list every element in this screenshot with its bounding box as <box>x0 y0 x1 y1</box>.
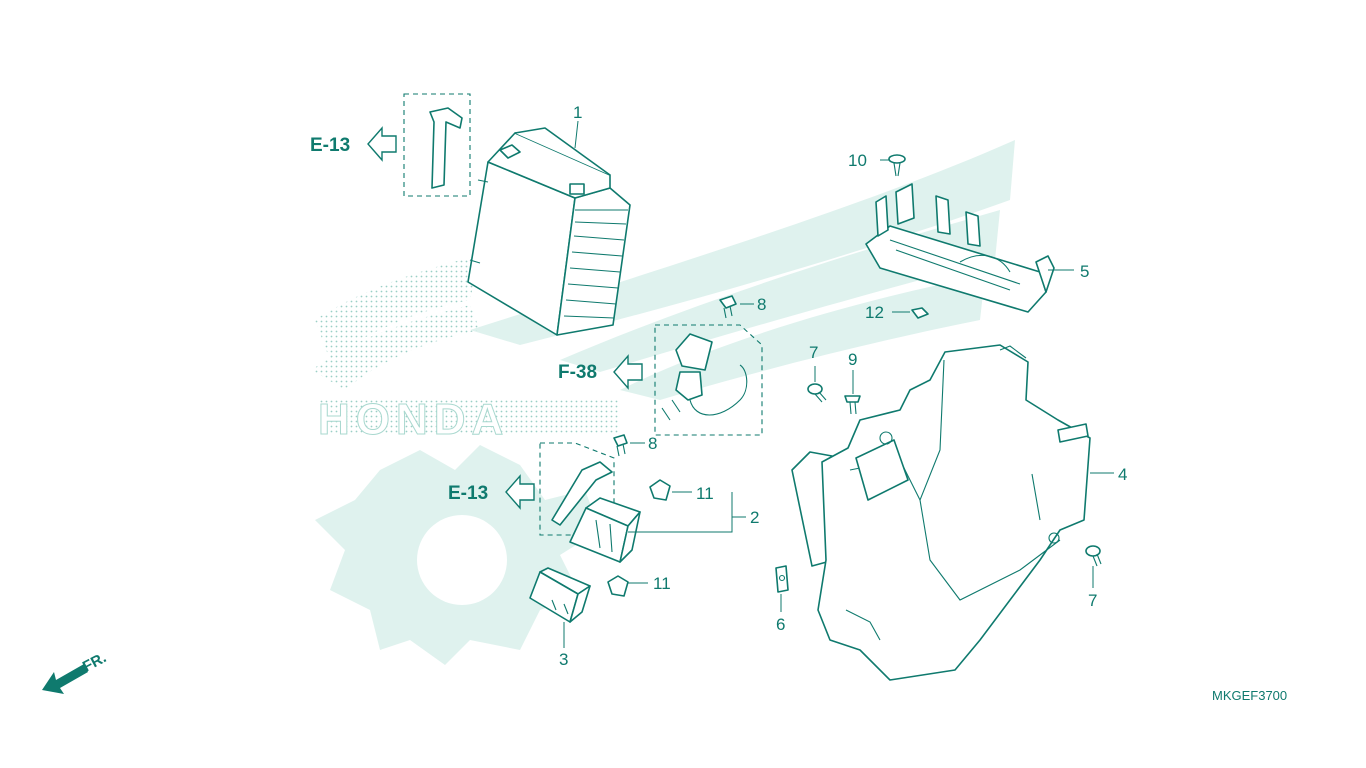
cover-3[interactable] <box>529 567 591 623</box>
callout-9: 9 <box>848 350 857 369</box>
battery-cable-group <box>403 93 471 197</box>
callout-numbers: 1 8 8 11 2 11 3 10 5 12 7 9 4 7 6 <box>559 103 1127 669</box>
ref-label-e13-top: E-13 <box>310 135 350 156</box>
watermark-text: HONDA <box>318 395 509 444</box>
connector-11-upper[interactable] <box>649 479 671 501</box>
callout-6: 6 <box>776 615 785 634</box>
relay-harness-group <box>654 324 763 436</box>
battery-tray-5[interactable] <box>865 183 1055 313</box>
bolt-9[interactable] <box>844 395 861 415</box>
bolt-7-left[interactable] <box>807 383 827 403</box>
callout-1: 1 <box>573 103 582 122</box>
ref-arrow-e13-bottom[interactable]: E-13 <box>448 474 535 510</box>
nut-6[interactable] <box>775 565 789 593</box>
callout-10: 10 <box>848 151 867 170</box>
clip-12[interactable] <box>911 307 929 319</box>
front-direction-arrow: FR. <box>42 649 109 694</box>
callout-12: 12 <box>865 303 884 322</box>
callout-2: 2 <box>750 508 759 527</box>
callout-8-lower: 8 <box>648 434 657 453</box>
callout-3: 3 <box>559 650 568 669</box>
ref-arrow-e13-top[interactable]: E-13 <box>310 126 397 162</box>
ref-label-e13-bottom: E-13 <box>448 483 488 504</box>
leader-lines <box>563 120 1114 648</box>
diagram-code: MKGEF3700 <box>1212 688 1287 703</box>
callout-7-left: 7 <box>809 343 818 362</box>
callout-11-upper: 11 <box>696 484 714 503</box>
battery[interactable] <box>467 127 631 336</box>
callout-11-lower: 11 <box>653 574 671 593</box>
callout-7-right: 7 <box>1088 591 1097 610</box>
battery-case-4[interactable] <box>791 344 1091 681</box>
bolt-8-lower[interactable] <box>613 434 628 457</box>
screw-10[interactable] <box>888 154 906 177</box>
bolt-7-right[interactable] <box>1085 545 1102 567</box>
connector-11-lower[interactable] <box>607 575 629 597</box>
callout-4: 4 <box>1118 465 1127 484</box>
bolt-8-upper[interactable] <box>719 295 737 319</box>
ref-arrow-f38[interactable]: F-38 <box>558 354 643 390</box>
relay-2[interactable] <box>569 497 641 563</box>
callout-8-upper: 8 <box>757 295 766 314</box>
callout-5: 5 <box>1080 262 1089 281</box>
ref-label-f38: F-38 <box>558 362 597 383</box>
